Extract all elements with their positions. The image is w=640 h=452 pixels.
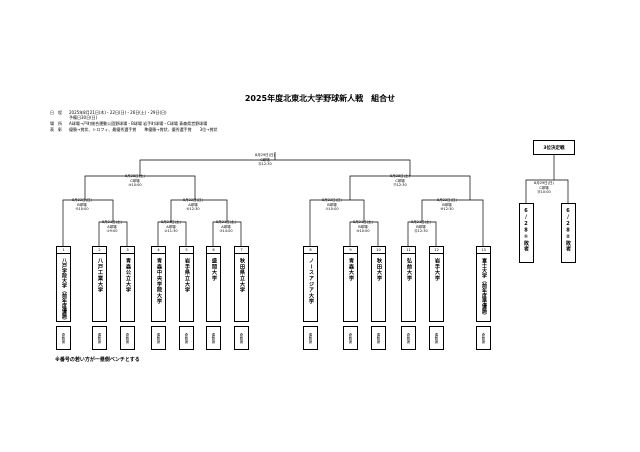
game-round1-4: 8月21日(土) B球場 ⑨10:00	[353, 220, 373, 234]
bench-2: 偶数席	[92, 326, 107, 350]
game-round1-1: 8月21日(土) A球場 ①9:00	[102, 220, 122, 234]
game-third-place: 8月29日(日) C球場 ⑬10:00	[534, 181, 554, 195]
info-row-reserve: 予備日30日(日)	[69, 115, 98, 120]
game-final: 8月29日(日) C球場 ⑫12:30	[255, 153, 275, 167]
bench-8: 偶数席	[303, 326, 318, 350]
round1-2-line	[157, 221, 187, 246]
third-place-line	[525, 179, 569, 203]
round1-1-line	[98, 221, 128, 246]
semi-left-line	[84, 175, 196, 200]
game-quarter-2: 8月22日(日) A球場 ⑥12:30	[183, 198, 203, 212]
third-place-title: 3位決定戦	[533, 140, 575, 155]
page-title: 2025年度北東北大学野球新人戦 組合せ	[244, 94, 396, 103]
round1-5-line	[407, 221, 437, 246]
bench-1: 奇数席	[56, 326, 71, 350]
final-line	[139, 159, 411, 176]
game-semi-left: 8月28日(土) C球場 ⑩10:00	[125, 174, 145, 188]
round1-3-line	[212, 221, 242, 246]
bench-6: 偶数席	[206, 326, 221, 350]
quarter-1-line	[62, 199, 114, 246]
bench-7: 奇数席	[234, 326, 249, 350]
quarter-4-line	[421, 199, 484, 246]
bench-note: ※番号の若い方が一塁側ベンチとする	[55, 357, 140, 363]
game-round1-3: 8月21日(土) A球場 ③14:00	[216, 220, 236, 234]
round1-4-line	[349, 221, 379, 246]
game-round1-5: 8月21日(土) B球場 ⑫12:30	[411, 220, 431, 234]
quarter-2-line	[170, 199, 228, 222]
game-round1-2: 8月21日(土) A球場 ②11:30	[161, 220, 181, 234]
third-place-slot-a: 6/28①敗者	[519, 203, 534, 263]
bench-12: 偶数席	[429, 326, 444, 350]
bench-4: 偶数席	[151, 326, 166, 350]
game-semi-right: 8月28日(土) C球場 ⑪12:30	[390, 174, 410, 188]
info-row-awards: 表 彰優勝→賞状、トロフィ、最優秀選手賞 準優勝→賞状、優秀選手賞 3位→賞状	[50, 127, 218, 132]
game-quarter-1: 8月22日(日) B球場 ⑤10:00	[72, 198, 92, 212]
bench-11: 奇数席	[401, 326, 416, 350]
game-quarter-3: 8月22日(日) B球場 ⑦10:00	[322, 198, 342, 212]
semi-right-line	[349, 175, 471, 200]
quarter-3-line	[309, 199, 365, 246]
bench-10: 偶数席	[371, 326, 386, 350]
bench-9: 奇数席	[343, 326, 358, 350]
game-quarter-4: 8月22日(日) B球場 ⑧12:30	[437, 198, 457, 212]
bench-5: 奇数席	[179, 326, 194, 350]
third-place-slot-b: 6/28②敗者	[561, 203, 576, 263]
bench-3: 奇数席	[120, 326, 135, 350]
bench-13: 奇数席	[476, 326, 491, 350]
